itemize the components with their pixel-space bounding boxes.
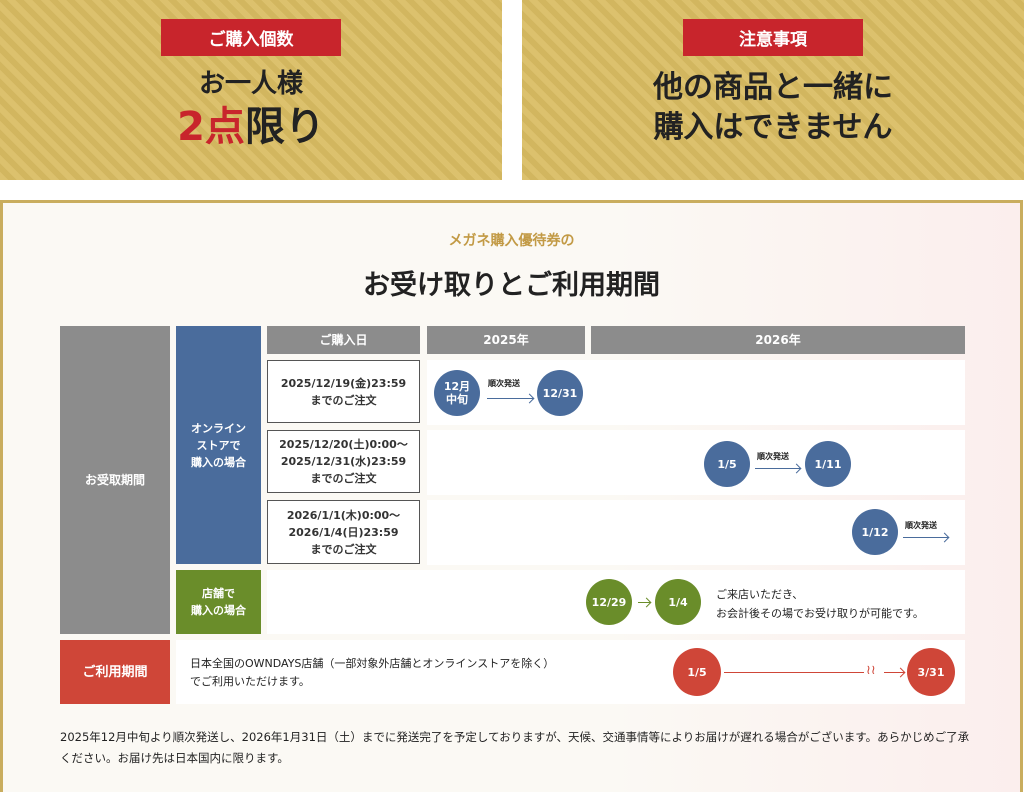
section-title: お受け取りとご利用期間 <box>363 270 660 301</box>
purchase-limit-label: ご購入個数 <box>161 19 341 56</box>
ship-start-circle: 1/5 <box>704 441 750 487</box>
usage-start-circle: 1/5 <box>673 648 721 696</box>
purchase-date-2: 2025/12/20(土)0:00〜 2025/12/31(水)23:59 まで… <box>267 430 420 493</box>
usage-text: 日本全国のOWNDAYS店舗（一部対象外店舗とオンラインストアを除く） でご利用… <box>190 657 555 688</box>
store-note: ご来店いただき、 お会計後その場でお受け取りが可能です。 <box>716 588 924 620</box>
table-row <box>427 430 965 495</box>
ship-label: 順次発送 <box>905 521 937 530</box>
notice-label: 注意事項 <box>683 19 863 56</box>
usage-end-circle: 3/31 <box>907 648 955 696</box>
receive-period-label: お受取期間 <box>60 326 170 634</box>
usage-period-label: ご利用期間 <box>60 640 170 704</box>
limit-count: 2点 <box>177 104 245 150</box>
store-end-circle: 1/4 <box>655 579 701 625</box>
arrow-icon <box>903 537 948 538</box>
ship-start-circle: 1/12 <box>852 509 898 555</box>
per-person-text: お一人様 <box>198 69 303 99</box>
ship-label: 順次発送 <box>757 452 789 461</box>
limit-suffix: 限り <box>244 104 325 150</box>
ship-start-circle: 12月 中旬 <box>434 370 480 416</box>
table-row <box>427 360 965 425</box>
notice-panel: 注意事項 他の商品と一緒に 購入はできません <box>522 0 1024 180</box>
ship-end-circle: 1/11 <box>805 441 851 487</box>
purchase-date-3: 2026/1/1(木)0:00〜 2026/1/4(日)23:59 までのご注文 <box>267 500 420 564</box>
store-start-circle: 12/29 <box>586 579 632 625</box>
online-store-label: オンライン ストアで 購入の場合 <box>176 326 261 564</box>
section-subtitle: メガネ購入優待券の <box>448 233 575 249</box>
header-purchase-date: ご購入日 <box>267 326 420 354</box>
purchase-date-1: 2025/12/19(金)23:59 までのご注文 <box>267 360 420 423</box>
header-2025: 2025年 <box>427 326 585 354</box>
usage-line <box>724 672 864 673</box>
arrow-icon <box>638 602 650 603</box>
limit-text: 2点限り <box>0 104 502 150</box>
ship-label: 順次発送 <box>488 379 520 388</box>
notice-line2: 購入はできません <box>653 110 893 145</box>
squiggle-icon: ≀≀ <box>866 663 876 678</box>
arrow-icon <box>755 468 800 469</box>
notice-line1: 他の商品と一緒に <box>653 70 893 105</box>
arrow-icon <box>487 398 533 399</box>
ship-end-circle: 12/31 <box>537 370 583 416</box>
header-2026: 2026年 <box>591 326 965 354</box>
store-label: 店舗で 購入の場合 <box>176 570 261 634</box>
purchase-limit-panel: ご購入個数 お一人様 2点限り <box>0 0 502 180</box>
footer-note: 2025年12月中旬より順次発送し、2026年1月31日（土）までに発送完了を予… <box>60 730 970 765</box>
arrow-icon <box>884 672 904 673</box>
